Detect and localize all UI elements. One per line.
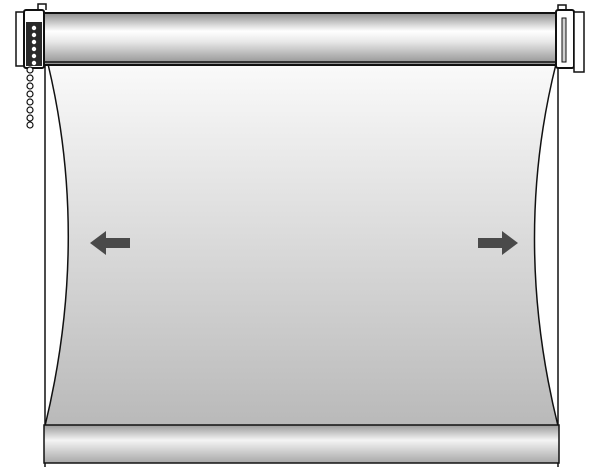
right-bracket bbox=[555, 4, 585, 73]
bottom-bar bbox=[43, 424, 560, 464]
roller-tube bbox=[41, 12, 561, 66]
arrow-right-icon bbox=[478, 231, 518, 255]
arrow-left-icon bbox=[90, 231, 130, 255]
bead-chain bbox=[26, 66, 34, 129]
left-bracket bbox=[15, 3, 47, 69]
